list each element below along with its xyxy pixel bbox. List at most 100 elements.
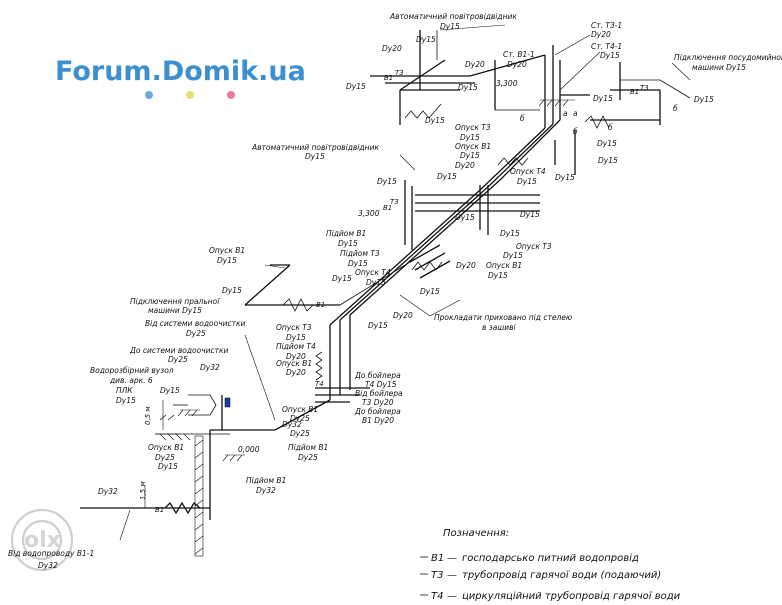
label-st-t3-1-dy: Dy20: [591, 30, 611, 39]
label-letter-a-2: а: [573, 109, 578, 118]
label-dy15-top-a: Dy15: [416, 35, 436, 44]
label-spusk-t4-mid-dy: Dy15: [366, 278, 386, 287]
label-dy15-right-e: Dy15: [555, 173, 575, 182]
label-dy32-mid: Dy32: [282, 420, 302, 429]
label-dy15-top-b: Dy15: [425, 116, 445, 125]
leader-lines: [119, 24, 691, 541]
label-washer-2: машини Dy15: [148, 306, 202, 315]
label-spusk-b1-base-dy: Dy25: [155, 453, 175, 462]
label-dim-05: 0,5 м: [144, 406, 152, 425]
label-dy15-mid-f: Dy15: [420, 287, 440, 296]
label-elev-0000: 0,000: [238, 445, 260, 454]
label-dim-15: 1,5 м: [139, 481, 147, 500]
legend: Позначення: В1 — господарсько питний вод…: [420, 528, 681, 602]
washer-branch: [244, 261, 411, 312]
label-spusk-b1-top: Опуск В1: [455, 142, 491, 151]
label-dy15-base: Dy15: [158, 462, 178, 471]
watermark-dot: [145, 91, 153, 99]
label-spusk-t4-mid: Опуск Т4: [355, 268, 391, 277]
label-spusk-b1-bot: Опуск В1: [282, 405, 318, 414]
label-spusk-b1-bot-dy: Dy25: [290, 414, 310, 423]
label-pidyom-b1: Підйом В1: [326, 229, 366, 238]
label-spusk-t4-top: Опуск Т4: [510, 167, 546, 176]
legend-text-t3: трубопровід гарячої води (подаючий): [462, 569, 661, 581]
label-dy15-right-b: Dy15: [694, 95, 714, 104]
label-spusk-t4-top-dy: Dy15: [517, 177, 537, 186]
label-to-filter: До системи водоочистки: [129, 346, 229, 355]
label-pidyom-b1-bot: Підйом В1: [288, 443, 328, 452]
label-to-boiler-b1: До бойлера: [354, 407, 401, 416]
label-elev-3300-mid: 3,300: [358, 209, 380, 218]
label-pidyom-b1-base-dy: Dy32: [256, 486, 276, 495]
top-left-cluster: [370, 30, 546, 125]
label-spusk-b1-low: Опуск В1: [276, 359, 312, 368]
label-spusk-t3-mid: Опуск Т3: [516, 242, 552, 251]
label-dy15-lower-a: Dy15: [368, 321, 388, 330]
watermark-logo: Forum.Domik.ua: [55, 56, 306, 87]
label-auto-air-top: Автоматичний повітровідвідник: [389, 12, 517, 21]
tag-b1-washer: В1: [316, 301, 325, 309]
tag-b1-mid: В1: [383, 204, 392, 212]
tag-b1-right: В1: [630, 88, 639, 96]
label-pidyom-b1-base: Підйом В1: [246, 476, 286, 485]
label-spusk-t3-top: Опуск Т3: [455, 123, 491, 132]
label-dy15-mid-a: Dy15: [377, 177, 397, 186]
label-from-filter-dy: Dy25: [186, 329, 206, 338]
label-to-boiler-t4: До бойлера: [354, 371, 401, 380]
label-dy20-top-right: Dy20: [465, 60, 485, 69]
label-pidyom-t3: Підйом Т3: [340, 249, 380, 258]
label-dishwasher-2: машини Dy15: [692, 63, 746, 72]
label-st-t3-1: Ст. Т3-1: [591, 21, 622, 30]
label-letter-b-1: б: [673, 104, 678, 113]
legend-code-t3: Т3: [431, 570, 443, 581]
label-dy20-mid-b: Dy20: [456, 261, 476, 270]
label-elev-3300-top: 3,300: [496, 79, 518, 88]
label-dy15-mid-e: Dy15: [500, 229, 520, 238]
label-letter-b-2: б: [608, 123, 613, 132]
label-diesel-2: див. арк. 6: [109, 376, 153, 385]
label-plk: ПЛК: [116, 386, 133, 395]
label-spusk-b1-top-dy: Dy15: [460, 151, 480, 160]
label-spusk-b1-mid-dy: Dy15: [488, 271, 508, 280]
label-pidyom-t4: Підйом Т4: [276, 342, 316, 351]
label-dy32-left: Dy32: [98, 487, 118, 496]
legend-title: Позначення:: [443, 528, 509, 539]
label-from-filter: Від системи водоочистки: [145, 319, 246, 328]
label-dy15-mid-c: Dy15: [455, 213, 475, 222]
label-washer: Підключення пральної: [130, 297, 220, 306]
label-hidden-pipe: Прокладати приховано під стелею: [434, 313, 572, 322]
legend-text-t4: циркуляційний трубопровід гарячої води: [462, 590, 681, 602]
legend-code-b1: В1: [431, 553, 444, 564]
label-pidyom-b1-bot-dy: Dy25: [298, 453, 318, 462]
svg-text:—: —: [447, 570, 457, 581]
label-auto-air-top-dy: Dy15: [440, 22, 460, 31]
tag-t3-right: Т3: [640, 84, 649, 92]
label-spusk-b1-base: Опуск В1: [148, 443, 184, 452]
label-dy25-a: Dy25: [290, 429, 310, 438]
svg-text:—: —: [447, 553, 457, 564]
label-dy15-plk: Dy15: [116, 396, 136, 405]
label-from-boiler: Від бойлера: [355, 389, 403, 398]
label-pidyom-t3-dy: Dy15: [348, 259, 368, 268]
tag-t4-low: Т4: [315, 380, 324, 388]
label-from-input: Від водопроводу В1-1: [8, 549, 94, 558]
label-pidyom-b1-dy: Dy15: [338, 239, 358, 248]
watermark-dot: [186, 91, 194, 99]
label-to-boiler-b1-2: В1 Dy20: [362, 416, 394, 425]
label-pidyom-t4-dy: Dy20: [286, 352, 306, 361]
watermark-dot: [227, 91, 235, 99]
tag-b1-base: В1: [155, 506, 164, 514]
label-auto-air-mid-dy: Dy15: [305, 152, 325, 161]
label-from-boiler-2: Т3 Dy20: [362, 398, 394, 407]
label-spusk-b1-mid: Опуск В1: [486, 261, 522, 270]
label-auto-air-mid: Автоматичний повітровідвідник: [251, 143, 379, 152]
diagonal-main-pipes: [315, 45, 575, 403]
label-dy20-lower-a: Dy20: [393, 311, 413, 320]
label-dy15-left-a: Dy15: [222, 286, 242, 295]
label-letter-a-1: а: [563, 109, 568, 118]
labels: Автоматичний повітровідвідник Dy15 Ст. Т…: [8, 12, 782, 570]
label-st-t4-1: Ст. Т4-1: [591, 42, 622, 51]
svg-text:olx: olx: [24, 528, 61, 553]
label-spusk-t3-top-dy: Dy15: [460, 133, 480, 142]
